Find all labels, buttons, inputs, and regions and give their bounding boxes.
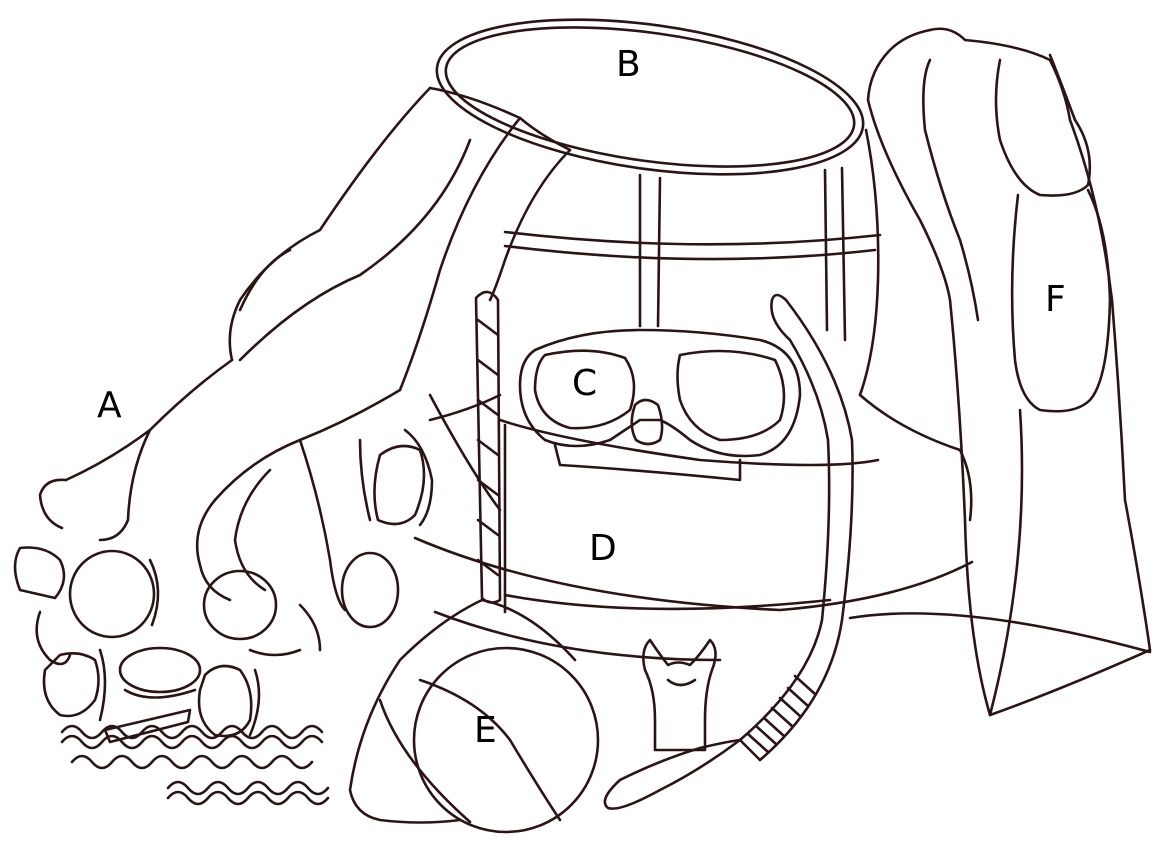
tank-d bbox=[430, 292, 971, 612]
label-b: B bbox=[616, 47, 641, 83]
label-d: D bbox=[589, 531, 617, 567]
coiled-lanyard bbox=[62, 726, 328, 804]
snorkel bbox=[605, 295, 853, 809]
wetsuit-leg-f bbox=[868, 29, 1150, 715]
label-f: F bbox=[1045, 282, 1066, 318]
diving-mask-c bbox=[520, 330, 800, 480]
label-a: A bbox=[97, 388, 122, 424]
label-e: E bbox=[474, 713, 497, 749]
valve bbox=[643, 640, 715, 750]
label-c: C bbox=[572, 366, 597, 402]
